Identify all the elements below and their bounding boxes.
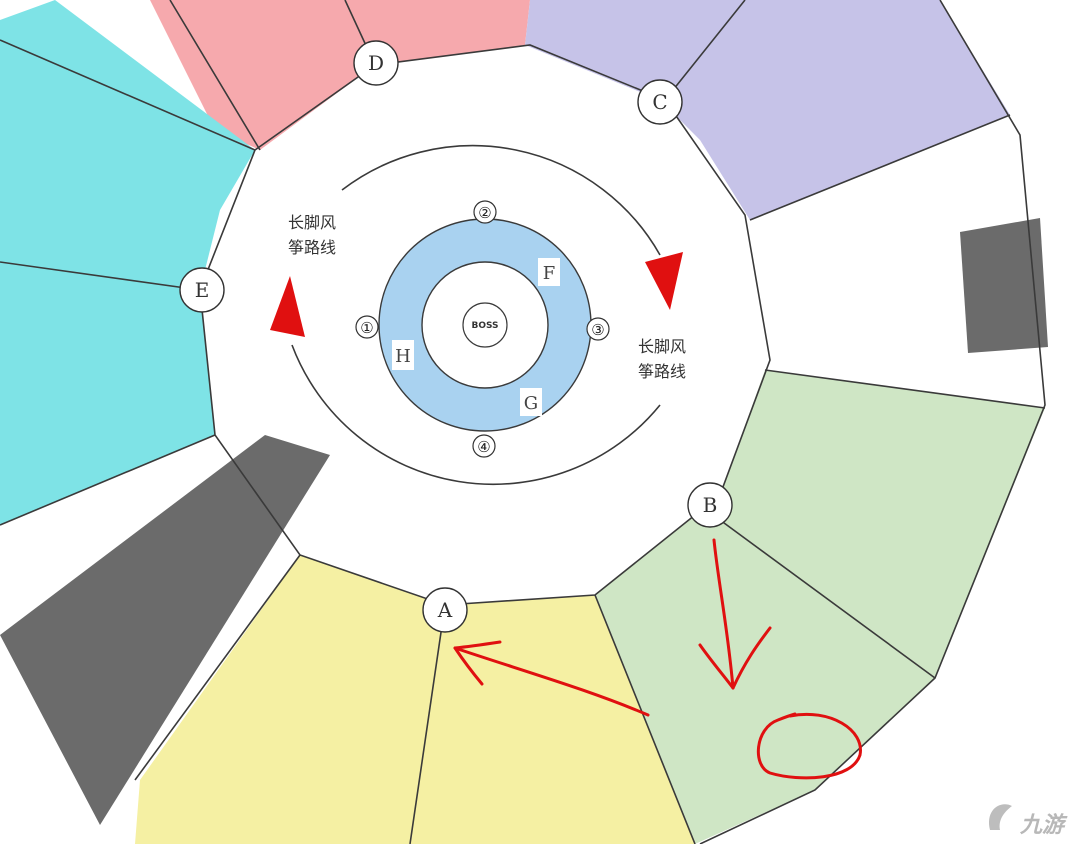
gray-block-right (960, 218, 1048, 353)
annotation-circle (756, 712, 862, 780)
watermark-logo-icon (989, 804, 1012, 830)
tag-f: F (538, 258, 560, 286)
position-4: ④ (472, 434, 496, 458)
region-pink (70, 0, 530, 150)
route-label-left-line1: 长脚风 (288, 213, 336, 232)
position-1-label: ① (360, 319, 373, 337)
tag-h: H (392, 340, 414, 370)
boss-marker (462, 302, 508, 348)
tag-g: G (520, 388, 542, 416)
node-e: E (179, 267, 225, 313)
annotation-arrow-down (698, 538, 772, 690)
region-yellow (135, 555, 695, 844)
node-a: A (422, 587, 468, 633)
node-c: C (637, 79, 683, 125)
region-cyan (0, 0, 255, 525)
node-d: D (353, 40, 399, 86)
node-e-label: E (195, 278, 210, 302)
node-c-label: C (652, 90, 667, 114)
node-b: B (687, 482, 733, 528)
position-4-label: ④ (477, 438, 490, 456)
watermark: 九游 (989, 804, 1068, 838)
node-d-label: D (368, 51, 384, 75)
region-lavender (525, 0, 1010, 220)
watermark-text: 九游 (1019, 813, 1068, 838)
route-arc-bottom (291, 344, 661, 486)
position-3: ③ (586, 317, 610, 341)
route-label-right-line2: 筝路线 (638, 362, 686, 381)
tag-g-label: G (524, 393, 538, 414)
position-2: ② (473, 200, 497, 224)
annotation-arrow-left (453, 640, 650, 717)
tag-h-label: H (395, 346, 411, 367)
route-label-right-line1: 长脚风 (638, 337, 686, 356)
node-b-label: B (703, 493, 718, 517)
route-label-left-line2: 筝路线 (288, 238, 336, 257)
tag-f-label: F (543, 263, 556, 284)
node-a-label: A (437, 598, 453, 622)
position-1: ① (355, 315, 379, 339)
red-triangle-icon (270, 276, 305, 337)
position-3-label: ③ (591, 321, 604, 339)
boss-label: BOSS (471, 321, 498, 331)
position-2-label: ② (478, 204, 491, 222)
red-triangle-icon (645, 252, 683, 310)
route-arc-top (341, 144, 661, 256)
gray-block-left (0, 435, 330, 825)
region-green (595, 370, 1045, 844)
